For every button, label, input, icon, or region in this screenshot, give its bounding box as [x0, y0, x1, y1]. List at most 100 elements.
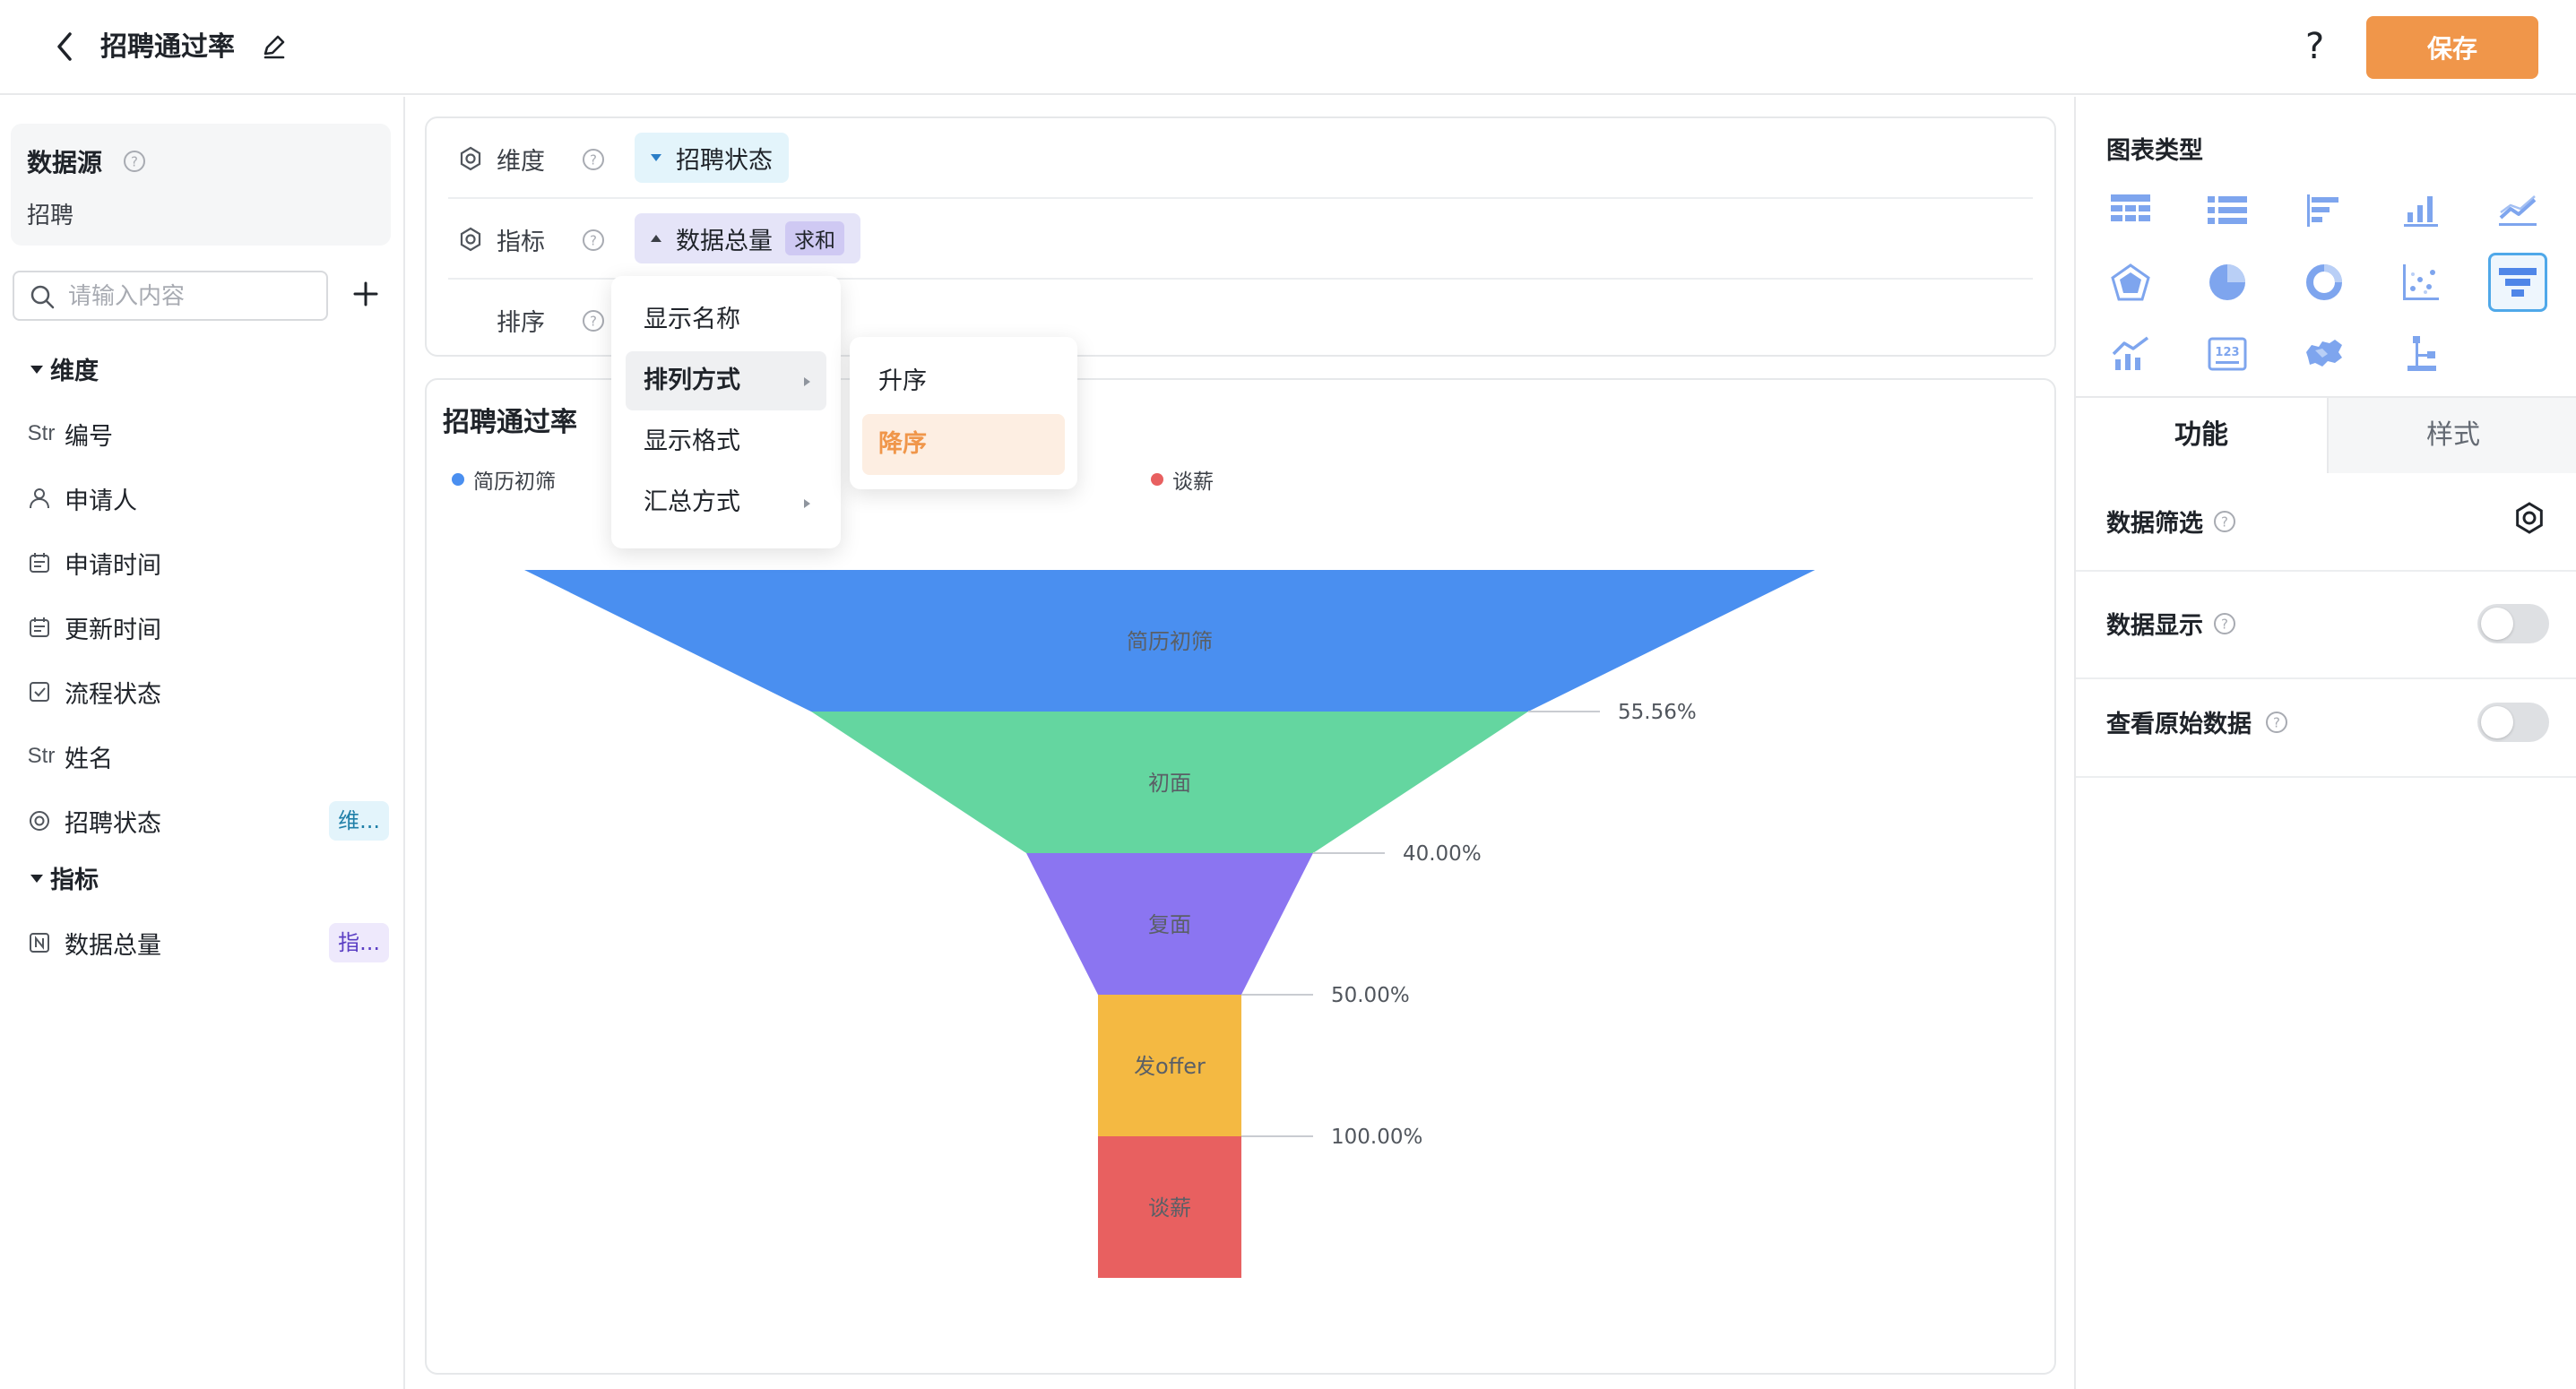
text-type-icon: Str — [27, 421, 56, 445]
question-circle-icon[interactable]: ? — [581, 308, 606, 333]
svg-text:123: 123 — [2215, 346, 2239, 359]
svg-text:?: ? — [2221, 514, 2228, 531]
pie-chart-icon[interactable] — [2198, 253, 2257, 312]
search-input[interactable] — [68, 280, 319, 314]
svg-text:?: ? — [2221, 617, 2228, 633]
bar-chart-icon[interactable] — [2391, 181, 2451, 240]
field-item-name[interactable]: Str 姓名 — [25, 737, 393, 776]
question-circle-icon[interactable]: ? — [122, 149, 147, 174]
field-item-apply-time[interactable]: 申请时间 — [25, 543, 393, 582]
add-field-icon[interactable] — [348, 276, 384, 312]
funnel-segment-label: 复面 — [1148, 912, 1191, 937]
field-item-update-time[interactable]: 更新时间 — [25, 608, 393, 647]
menu-item-sort-order[interactable]: 排列方式 — [626, 351, 826, 410]
top-bar: 招聘通过率 ? 保存 — [0, 0, 2576, 95]
conversion-rate-label: 55.56% — [1618, 701, 1697, 724]
save-button[interactable]: 保存 — [2366, 16, 2538, 79]
list-table-icon[interactable] — [2198, 181, 2257, 240]
datasource-name: 招聘 — [27, 203, 74, 229]
radar-chart-icon[interactable] — [2101, 253, 2160, 312]
caret-down-icon — [651, 154, 661, 161]
search-icon — [30, 285, 55, 309]
view-raw-data-toggle[interactable] — [2477, 703, 2549, 742]
metric-group-header[interactable]: 指标 — [30, 860, 99, 895]
caret-up-icon — [651, 235, 661, 242]
legend-dot — [1151, 473, 1163, 486]
metric-chip[interactable]: 数据总量 求和 — [635, 213, 860, 263]
dimension-label: 维度 — [497, 148, 545, 176]
question-circle-icon[interactable]: ? — [581, 228, 606, 253]
number-card-icon[interactable]: 123 — [2198, 324, 2257, 384]
chart-type-title: 图表类型 — [2106, 137, 2203, 165]
conversion-rate-label: 100.00% — [1331, 1126, 1422, 1149]
dimension-row: 维度 ? 招聘状态 — [448, 118, 2033, 199]
question-circle-icon[interactable]: ? — [2264, 710, 2289, 735]
funnel-segment-label: 谈薪 — [1148, 1195, 1191, 1221]
funnel-segment-label: 发offer — [1134, 1054, 1206, 1079]
data-filter-label: 数据筛选 — [2106, 510, 2203, 538]
question-circle-icon[interactable]: ? — [581, 147, 606, 172]
metric-options-menu: 显示名称 排列方式 显示格式 汇总方式 — [611, 276, 841, 548]
chevron-right-icon — [804, 499, 810, 508]
edit-pencil-icon[interactable] — [260, 32, 289, 61]
funnel-segment[interactable] — [1098, 995, 1241, 1136]
settings-icon[interactable] — [2511, 500, 2547, 536]
data-display-label: 数据显示 — [2106, 612, 2203, 640]
funnel-segment[interactable] — [1098, 1136, 1241, 1278]
menu-item-display-format[interactable]: 显示格式 — [644, 427, 740, 455]
dimension-group-header[interactable]: 维度 — [30, 351, 99, 386]
combo-chart-icon[interactable] — [2101, 324, 2160, 384]
menu-item-display-name[interactable]: 显示名称 — [644, 306, 740, 333]
legend-item[interactable]: 简历初筛 — [452, 464, 556, 495]
sort-row: 排序 ? — [448, 280, 2033, 360]
tab-style[interactable]: 样式 — [2327, 398, 2576, 473]
tree-chart-icon[interactable] — [2391, 324, 2451, 384]
legend-item[interactable]: 谈薪 — [1151, 464, 1214, 495]
tab-function[interactable]: 功能 — [2076, 398, 2327, 473]
settings-icon — [460, 227, 481, 252]
person-icon — [25, 484, 54, 513]
back-arrow-icon[interactable] — [50, 29, 81, 65]
data-filter-row: 数据筛选 ? — [2076, 473, 2576, 572]
metric-tag: 指... — [329, 923, 389, 962]
help-icon[interactable]: ? — [2305, 26, 2325, 67]
funnel-chart-icon[interactable] — [2488, 253, 2547, 312]
svg-text:?: ? — [2273, 715, 2280, 731]
page-title: 招聘通过率 — [100, 31, 235, 63]
datasource-box[interactable]: 数据源 ? 招聘 — [11, 124, 391, 246]
metric-row: 指标 ? 数据总量 求和 — [448, 199, 2033, 280]
submenu-item-descending[interactable]: 降序 — [862, 414, 1065, 475]
field-item-recruit-status[interactable]: 招聘状态 维... — [25, 801, 393, 841]
svg-text:?: ? — [131, 154, 138, 170]
field-item-id[interactable]: Str 编号 — [25, 414, 393, 453]
radio-icon — [25, 807, 54, 835]
text-type-icon: Str — [27, 744, 56, 768]
panel-tabs: 功能 样式 — [2076, 396, 2576, 473]
field-item-data-total[interactable]: 数据总量 指... — [25, 923, 393, 962]
left-sidebar: 数据源 ? 招聘 维度 Str 编号 申请人 申请时间 — [0, 97, 405, 1389]
submenu-item-ascending[interactable]: 升序 — [878, 367, 927, 395]
sort-label: 排序 — [497, 309, 545, 337]
funnel-segment[interactable] — [524, 570, 1815, 712]
calendar-icon — [25, 613, 54, 642]
field-item-applicant[interactable]: 申请人 — [25, 479, 393, 518]
field-item-flow-status[interactable]: 流程状态 — [25, 672, 393, 712]
table-icon[interactable] — [2101, 181, 2160, 240]
question-circle-icon[interactable]: ? — [2212, 509, 2237, 534]
line-chart-icon[interactable] — [2488, 181, 2547, 240]
map-chart-icon[interactable] — [2295, 324, 2354, 384]
calendar-icon — [25, 548, 54, 577]
data-display-toggle[interactable] — [2477, 604, 2549, 643]
funnel-segment[interactable] — [810, 712, 1529, 853]
chart-title: 招聘通过率 — [443, 407, 577, 438]
menu-item-aggregation[interactable]: 汇总方式 — [626, 473, 826, 532]
dimension-chip[interactable]: 招聘状态 — [635, 133, 789, 183]
funnel-segment[interactable] — [1026, 853, 1313, 995]
data-display-row: 数据显示 ? — [2076, 581, 2576, 679]
question-circle-icon[interactable]: ? — [2212, 611, 2237, 636]
scatter-chart-icon[interactable] — [2391, 253, 2451, 312]
horizontal-bar-icon[interactable] — [2295, 181, 2354, 240]
donut-chart-icon[interactable] — [2295, 253, 2354, 312]
svg-text:?: ? — [590, 233, 597, 249]
field-search[interactable] — [13, 271, 328, 321]
